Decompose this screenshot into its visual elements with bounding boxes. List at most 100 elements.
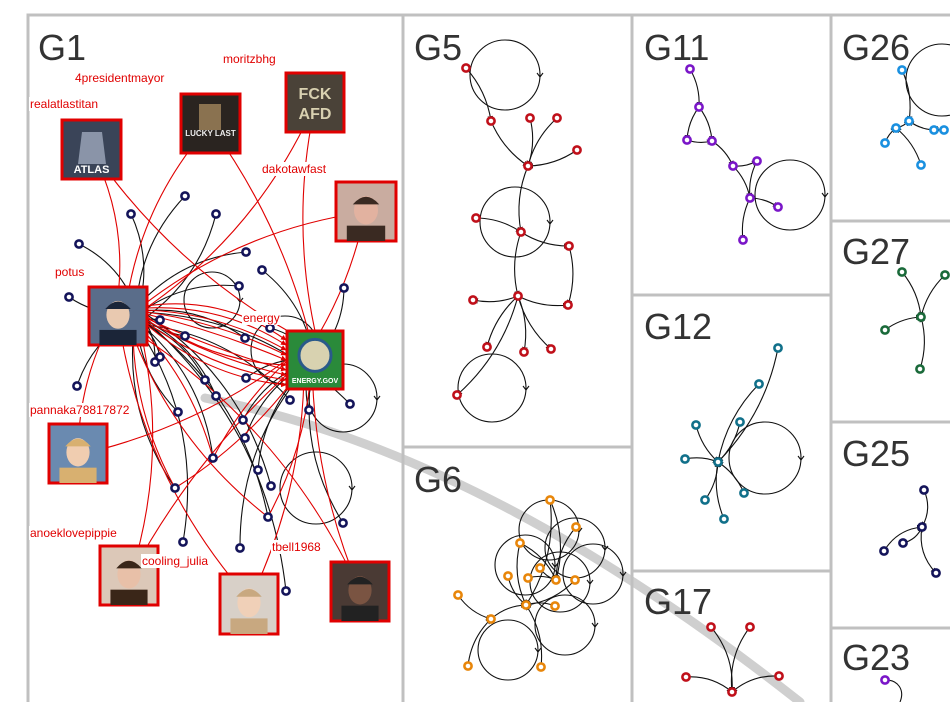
g5-node[interactable] xyxy=(468,295,478,305)
g1-node[interactable] xyxy=(285,395,295,405)
g27-node[interactable] xyxy=(915,364,925,374)
4presidentmayor-avatar[interactable]: LUCKY LAST xyxy=(179,92,242,155)
g5-node[interactable] xyxy=(516,227,526,237)
g1-node[interactable] xyxy=(338,518,348,528)
g17-node[interactable] xyxy=(745,622,755,632)
g5-node[interactable] xyxy=(572,145,582,155)
g1-node[interactable] xyxy=(155,315,165,325)
g1-node[interactable] xyxy=(64,292,74,302)
g26-node[interactable] xyxy=(897,65,907,75)
g12-node[interactable] xyxy=(754,379,764,389)
g1-node[interactable] xyxy=(339,283,349,293)
energy-avatar[interactable]: ENERGY.GOV xyxy=(285,329,345,391)
g5-node[interactable] xyxy=(564,241,574,251)
g26-node[interactable] xyxy=(916,160,926,170)
g11-node[interactable] xyxy=(773,202,783,212)
g25-node[interactable] xyxy=(917,522,927,532)
g5-node[interactable] xyxy=(563,300,573,310)
g5-node[interactable] xyxy=(452,390,462,400)
g27-node[interactable] xyxy=(897,267,907,277)
g6-node[interactable] xyxy=(536,662,546,672)
g27-node[interactable] xyxy=(916,312,926,322)
g26-node[interactable] xyxy=(880,138,890,148)
g6-node[interactable] xyxy=(503,571,513,581)
g12-node[interactable] xyxy=(739,488,749,498)
g12-node[interactable] xyxy=(735,417,745,427)
g5-node[interactable] xyxy=(513,291,523,301)
g6-node[interactable] xyxy=(535,563,545,573)
g11-node[interactable] xyxy=(685,64,695,74)
g1-node[interactable] xyxy=(211,209,221,219)
g1-node[interactable] xyxy=(74,239,84,249)
g1-node[interactable] xyxy=(173,407,183,417)
g1-node[interactable] xyxy=(253,465,263,475)
g25-node[interactable] xyxy=(879,546,889,556)
g1-node[interactable] xyxy=(234,281,244,291)
g11-node[interactable] xyxy=(745,193,755,203)
g1-node[interactable] xyxy=(180,331,190,341)
g1-node[interactable] xyxy=(200,375,210,385)
dakotawfast-avatar[interactable] xyxy=(334,180,398,243)
g12-node[interactable] xyxy=(691,420,701,430)
g25-node[interactable] xyxy=(898,538,908,548)
g1-node[interactable] xyxy=(72,381,82,391)
g25-node[interactable] xyxy=(931,568,941,578)
g1-node[interactable] xyxy=(208,453,218,463)
g26-node[interactable] xyxy=(891,123,901,133)
g11-node[interactable] xyxy=(738,235,748,245)
g17-node[interactable] xyxy=(774,671,784,681)
g11-node[interactable] xyxy=(694,102,704,112)
g17-node[interactable] xyxy=(706,622,716,632)
g6-node[interactable] xyxy=(515,538,525,548)
g1-node[interactable] xyxy=(263,512,273,522)
g6-node[interactable] xyxy=(523,573,533,583)
g17-node[interactable] xyxy=(727,687,737,697)
g26-node[interactable] xyxy=(904,116,914,126)
g1-node[interactable] xyxy=(238,415,248,425)
g6-node[interactable] xyxy=(453,590,463,600)
anoeklovepippie-avatar[interactable] xyxy=(98,544,160,607)
g12-node[interactable] xyxy=(773,343,783,353)
pannaka78817872-avatar[interactable] xyxy=(47,422,109,485)
g6-node[interactable] xyxy=(571,522,581,532)
g6-node[interactable] xyxy=(570,575,580,585)
g1-node[interactable] xyxy=(170,483,180,493)
g5-node[interactable] xyxy=(519,347,529,357)
g1-node[interactable] xyxy=(304,405,314,415)
g5-node[interactable] xyxy=(471,213,481,223)
g1-node[interactable] xyxy=(235,543,245,553)
g6-node[interactable] xyxy=(545,495,555,505)
g12-node[interactable] xyxy=(680,454,690,464)
g12-node[interactable] xyxy=(700,495,710,505)
g1-node[interactable] xyxy=(178,537,188,547)
g1-node[interactable] xyxy=(211,391,221,401)
g5-node[interactable] xyxy=(525,113,535,123)
potus-avatar[interactable] xyxy=(87,285,149,347)
g1-node[interactable] xyxy=(241,373,251,383)
g6-node[interactable] xyxy=(463,661,473,671)
g6-node[interactable] xyxy=(551,575,561,585)
g12-node[interactable] xyxy=(713,457,723,467)
g1-node[interactable] xyxy=(155,352,165,362)
g6-node[interactable] xyxy=(550,601,560,611)
g1-node[interactable] xyxy=(266,481,276,491)
g11-node[interactable] xyxy=(682,135,692,145)
g11-node[interactable] xyxy=(728,161,738,171)
g17-node[interactable] xyxy=(681,672,691,682)
g12-node[interactable] xyxy=(719,514,729,524)
g6-node[interactable] xyxy=(486,614,496,624)
cooling_julia-avatar[interactable] xyxy=(218,572,280,636)
g6-node[interactable] xyxy=(521,600,531,610)
g1-node[interactable] xyxy=(180,191,190,201)
g1-node[interactable] xyxy=(265,323,275,333)
g26-node[interactable] xyxy=(939,125,949,135)
realatlastitan-avatar[interactable]: ATLAS xyxy=(60,118,123,181)
g11-node[interactable] xyxy=(707,136,717,146)
g11-node[interactable] xyxy=(752,156,762,166)
tbell1968-avatar[interactable] xyxy=(329,560,391,623)
g5-node[interactable] xyxy=(552,113,562,123)
g1-node[interactable] xyxy=(345,399,355,409)
g1-node[interactable] xyxy=(281,586,291,596)
g5-node[interactable] xyxy=(482,342,492,352)
